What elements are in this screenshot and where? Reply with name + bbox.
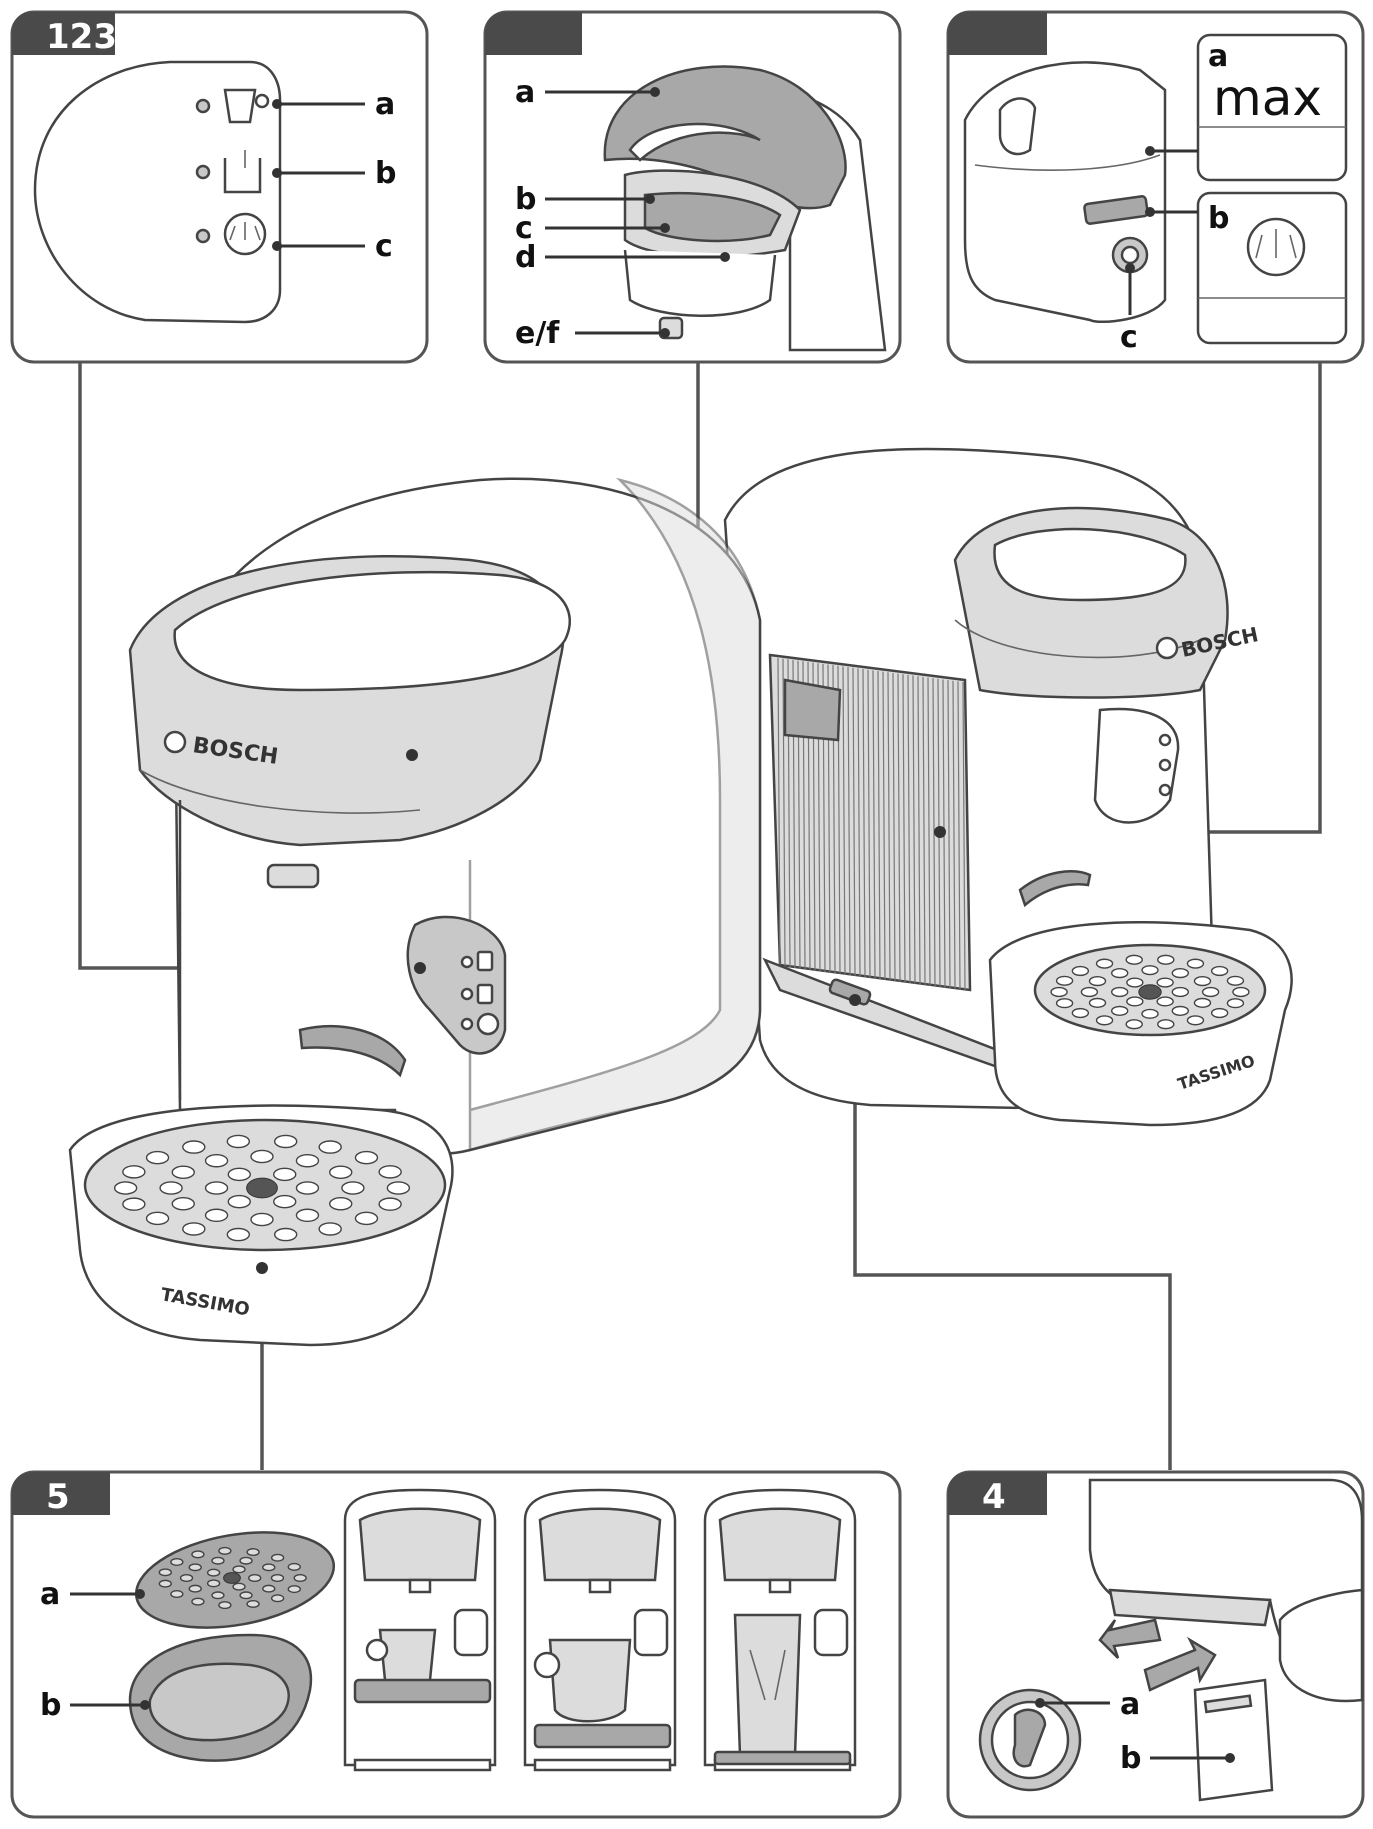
cup-indicator-slot [298, 1025, 407, 1078]
tank-label-a: a [1208, 39, 1228, 74]
panel-123-label-b: b [375, 156, 396, 191]
panel-brewing-callouts: a b c d e/f [515, 75, 730, 351]
panel-4-number: 4 [982, 1477, 1006, 1517]
arrow-pull-icon [1098, 1618, 1162, 1659]
panel-123-label-c: c [375, 229, 393, 264]
machine-back-view: BOSCH TASSIMO [723, 447, 1293, 1127]
panel-123: 123 a b c [10, 10, 429, 364]
panel-4-callouts: a b [1035, 1687, 1235, 1776]
panel-5-label-a: a [40, 1577, 60, 1612]
machine-front-view: BOSCH TASSIMO [68, 477, 762, 1347]
panel-water-tank: max a b c [946, 10, 1365, 364]
panel-4: 4 a b [946, 1470, 1365, 1819]
panel-tank-callouts: a b c [1120, 39, 1229, 355]
connector-panel-4 [853, 1000, 1172, 1470]
mini-machine-2 [523, 1488, 677, 1772]
brew-label-ef: e/f [515, 316, 560, 351]
panel-5-number: 5 [46, 1477, 70, 1517]
mini-machine-1 [343, 1488, 497, 1772]
panel-4-label-b: b [1120, 1741, 1141, 1776]
tank-label-b: b [1208, 201, 1229, 236]
tank-label-c: c [1120, 320, 1138, 355]
tank-slider [1083, 195, 1149, 225]
arrow-push-icon [1143, 1636, 1217, 1692]
brewing-lid [603, 65, 847, 210]
panel-brewing-unit: a b c d e/f [483, 10, 902, 364]
mini-machine-3 [703, 1488, 857, 1772]
brew-label-a: a [515, 75, 535, 110]
panel-5: 5 a b [10, 1470, 902, 1819]
max-mark-text: max [1213, 69, 1322, 127]
panel-5-label-b: b [40, 1688, 61, 1723]
brew-label-d: d [515, 240, 536, 275]
panel-4-label-a: a [1120, 1687, 1140, 1722]
brew-label-b: b [515, 182, 536, 217]
max-mark-inset [1196, 33, 1348, 182]
panel-123-callouts: a b c [272, 87, 396, 264]
brew-label-c: c [515, 211, 533, 246]
panel-123-number: 123 [46, 17, 117, 57]
panel-123-label-a: a [375, 87, 395, 122]
t-disc-holder [643, 191, 782, 243]
panel-5-callouts: a b [40, 1577, 150, 1723]
